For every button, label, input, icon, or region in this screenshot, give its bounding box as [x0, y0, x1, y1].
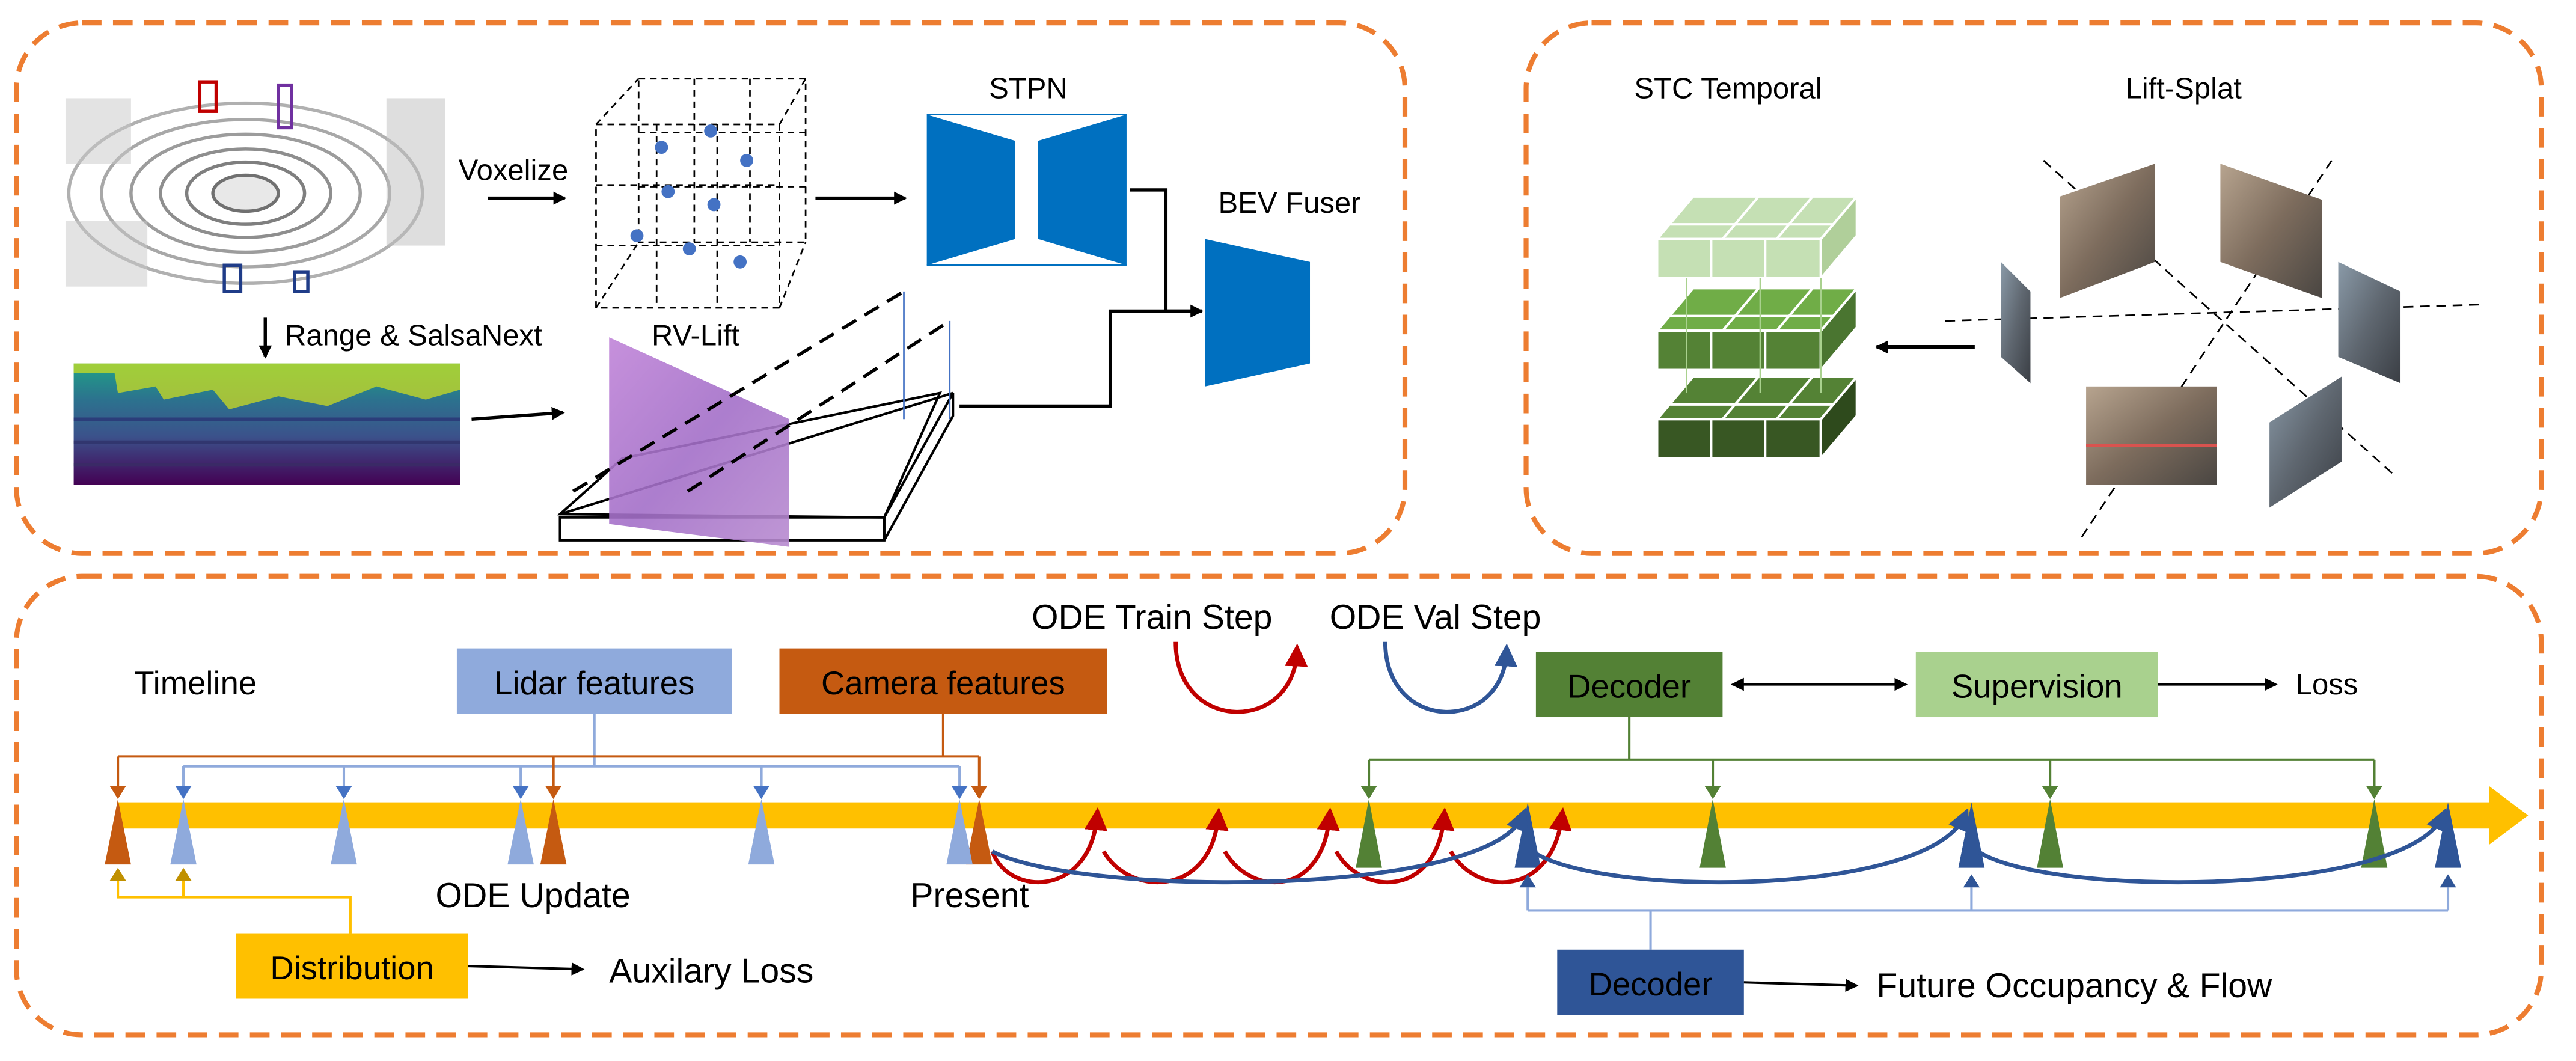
distribution-label: Distribution: [270, 950, 433, 986]
voxelize-label: Voxelize: [459, 154, 569, 187]
rv-lift-label: RV-Lift: [652, 320, 740, 352]
bev-fuser-label: BEV Fuser: [1218, 187, 1360, 219]
stpn-block: [926, 114, 1127, 266]
supervision-box: [1915, 652, 2158, 718]
distribution-box: [236, 933, 468, 999]
voxel-grid: [595, 78, 807, 309]
present-label: Present: [910, 876, 1029, 915]
range-to-rvlift-arrow: [471, 406, 565, 421]
stpn-label: STPN: [989, 72, 1068, 105]
camera-features-label: Camera features: [821, 665, 1065, 702]
ode-train-step-label: ODE Train Step: [1032, 598, 1272, 637]
decoder-future-arrow: [1743, 979, 1859, 992]
bev-fuser-block: [1205, 239, 1311, 387]
rvlift-to-fuser-connector: [959, 309, 1202, 408]
camera-markers: [105, 799, 993, 865]
lidar-connector-lines: [182, 714, 961, 786]
ode-train-legend-arc: [1173, 641, 1308, 714]
stc-temporal-label: STC Temporal: [1634, 72, 1822, 105]
ode-update-label: ODE Update: [436, 876, 631, 915]
ode-val-arcs: [991, 807, 2448, 885]
voxel-points: [630, 124, 753, 269]
decoder-bottom-box: [1557, 949, 1744, 1015]
lidar-down-arrowheads: [175, 786, 968, 800]
camera-connector-lines: [117, 714, 981, 786]
distribution-up-arrowheads: [109, 867, 192, 881]
decoder-green-connector-lines: [1368, 717, 2376, 786]
lidar-features-box: [456, 648, 732, 714]
loss-label: Loss: [2296, 668, 2358, 701]
range-salsanext-label: Range & SalsaNext: [285, 320, 542, 352]
timeline-panel-border: [14, 573, 2544, 1038]
aux-loss-label: Auxilary Loss: [609, 952, 813, 990]
camera-down-arrowheads: [109, 786, 988, 800]
distribution-aux-loss-arrow: [468, 962, 585, 976]
timeline-title: Timeline: [134, 665, 257, 702]
future-occupancy-label: Future Occupancy & Flow: [1876, 967, 2272, 1005]
stc-layer-arrows: [1686, 278, 1822, 393]
supervision-markers: [1356, 799, 2388, 868]
lidar-panel-border: [14, 20, 1408, 556]
decoder-blue-connector-lines: [1526, 887, 2450, 950]
range-image: [73, 363, 460, 485]
lidar-pointcloud-image: [49, 78, 456, 302]
decoder-bottom-label: Decoder: [1589, 966, 1713, 1003]
ode-val-step-label: ODE Val Step: [1330, 598, 1541, 637]
decoder-blue-up-arrowheads: [1519, 874, 2456, 888]
timeline-bar: [118, 786, 2529, 845]
camera-features-box: [779, 648, 1107, 714]
lift-splat-cameras: [1945, 159, 2483, 541]
camera-panel-border: [1523, 20, 2544, 556]
rv-lift-block: [557, 290, 955, 547]
lidar-features-label: Lidar features: [494, 665, 694, 702]
stpn-to-fuser-connector: [1130, 188, 1204, 318]
decoder-green-arrowheads: [1360, 786, 2383, 800]
decoder-top-label: Decoder: [1567, 668, 1691, 705]
supervision-label: Supervision: [1951, 668, 2123, 705]
lidar-markers: [170, 799, 973, 865]
distribution-connector-lines: [117, 877, 352, 934]
decoder-top-box: [1535, 652, 1723, 718]
lift-splat-label: Lift-Splat: [2125, 72, 2242, 105]
ode-val-legend-arc: [1383, 641, 1517, 714]
